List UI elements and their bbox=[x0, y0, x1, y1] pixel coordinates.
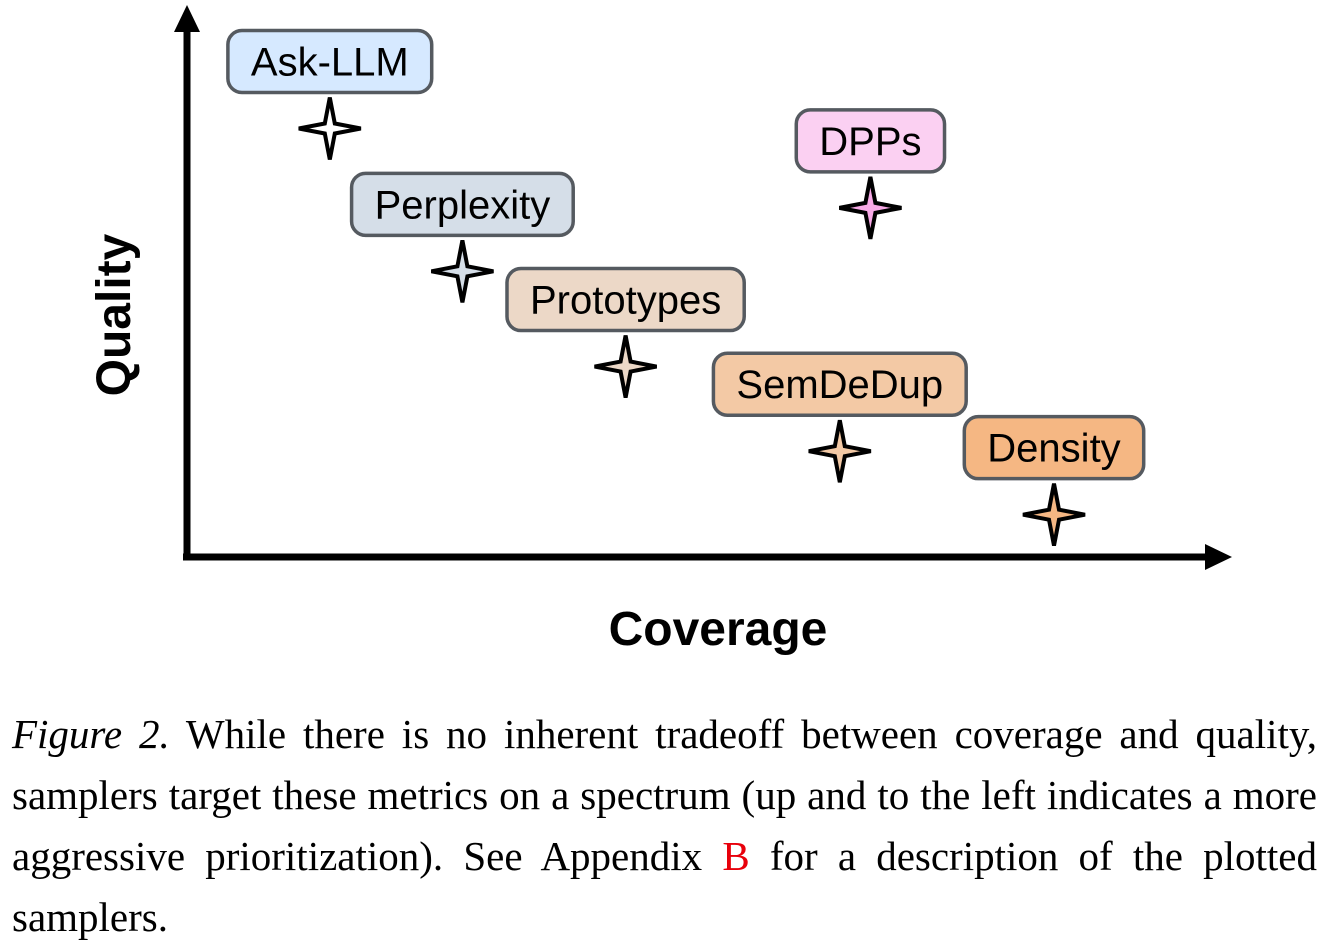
y-axis-title: Quality bbox=[88, 233, 141, 396]
x-axis bbox=[183, 544, 1232, 570]
point-label-dpps: DPPs bbox=[819, 120, 921, 164]
point-label-box bbox=[349, 171, 575, 238]
star-marker-icon bbox=[431, 239, 494, 303]
star-marker-icon bbox=[594, 335, 657, 398]
figure-caption: Figure 2. While there is no inherent tra… bbox=[12, 704, 1317, 948]
point-ask-llm: Ask-LLM bbox=[226, 28, 434, 160]
coverage-quality-figure: Quality Coverage Ask-LLM PerplexityProtot… bbox=[88, 5, 1232, 656]
figure-number: Figure 2. bbox=[12, 711, 170, 757]
star-marker-icon bbox=[808, 419, 872, 483]
star-marker-icon bbox=[839, 176, 902, 240]
point-label-box bbox=[505, 266, 746, 333]
caption-text-end: for a description of the plotted sampler… bbox=[12, 833, 1318, 940]
x-axis-title: Coverage bbox=[609, 603, 828, 656]
point-semdedup: SemDeDup bbox=[711, 351, 968, 483]
point-label-perplexity: Perplexity bbox=[375, 183, 551, 227]
appendix-link[interactable]: B bbox=[722, 833, 750, 879]
point-label-box bbox=[711, 351, 968, 417]
point-prototypes: Prototypes bbox=[505, 266, 746, 398]
point-label-box bbox=[794, 108, 947, 174]
caption-text: While there is no inherent tradeoff betw… bbox=[12, 711, 1317, 879]
point-density: Density bbox=[962, 414, 1146, 547]
point-label-prototypes: Prototypes bbox=[530, 279, 721, 323]
point-label-box bbox=[226, 28, 434, 95]
point-perplexity: Perplexity bbox=[349, 171, 575, 303]
point-label-ask-llm: Ask-LLM bbox=[251, 41, 409, 85]
y-axis bbox=[174, 5, 200, 560]
point-label-semdedup: SemDeDup bbox=[736, 363, 943, 407]
point-dpps: DPPs bbox=[794, 108, 947, 240]
star-marker-icon bbox=[298, 97, 362, 160]
point-label-density: Density bbox=[987, 427, 1120, 471]
point-label-box bbox=[962, 414, 1146, 481]
star-marker-icon bbox=[1022, 483, 1086, 547]
